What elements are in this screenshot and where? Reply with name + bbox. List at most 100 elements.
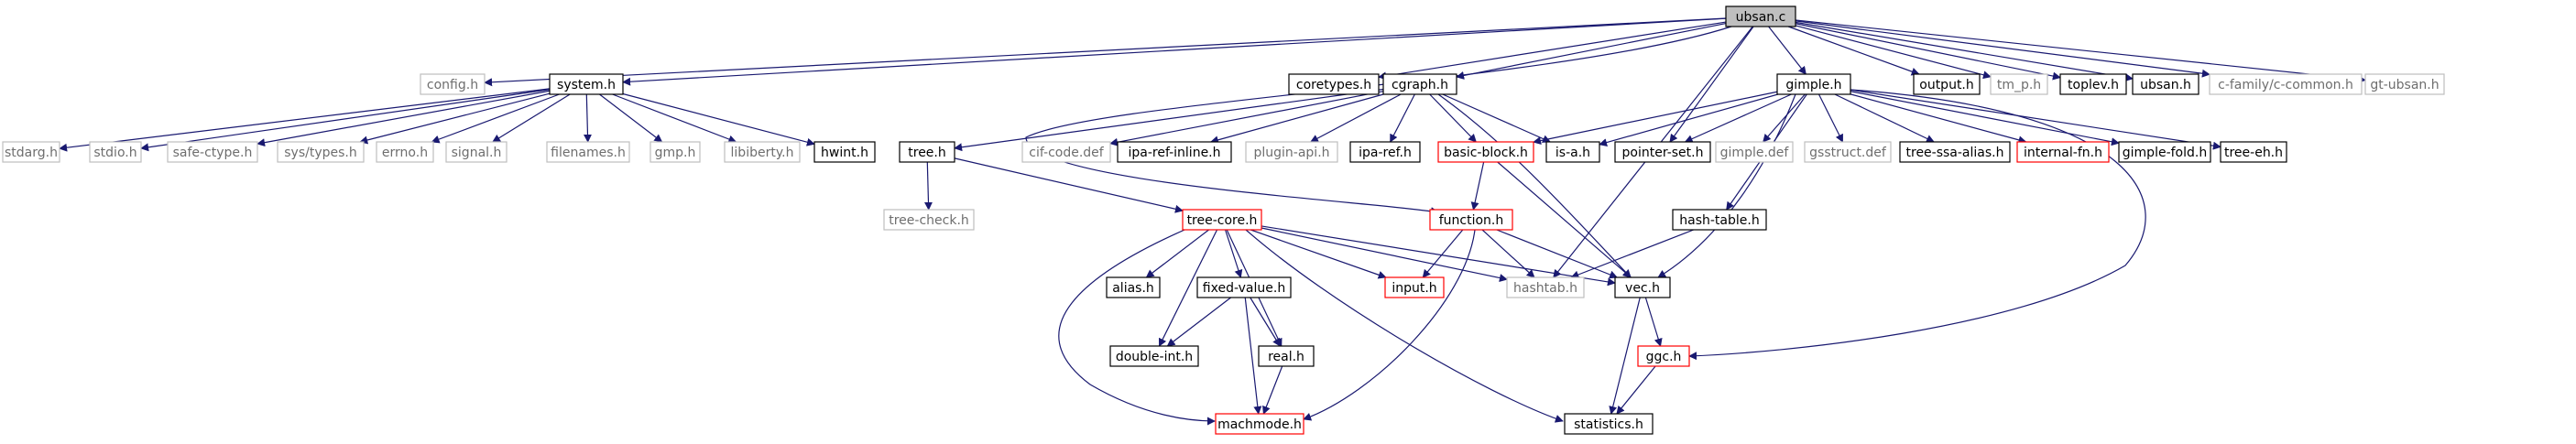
node-label: gimple-fold.h: [2123, 146, 2207, 160]
node-toplev[interactable]: toplev.h: [2059, 73, 2127, 95]
edge-treecore-to-vec: [1261, 225, 1616, 287]
node-libiberty[interactable]: libiberty.h: [724, 141, 801, 163]
edge-hashtable-to-hashtab: [1570, 229, 1694, 279]
edge-gimple-to-gimpledef: [1763, 93, 1806, 143]
node-label: internal-fn.h: [2024, 146, 2102, 160]
edge-cgraph-to-isa: [1442, 93, 1551, 143]
node-errno[interactable]: errno.h: [376, 141, 434, 163]
node-treessaalias[interactable]: tree-ssa-alias.h: [1899, 141, 2011, 163]
node-alias[interactable]: alias.h: [1106, 276, 1161, 298]
node-label: output.h: [1919, 78, 1974, 92]
node-system[interactable]: system.h: [549, 73, 624, 95]
node-hashtable[interactable]: hash-table.h: [1672, 209, 1767, 231]
node-label: stdarg.h: [5, 146, 58, 160]
node-signal[interactable]: signal.h: [445, 141, 508, 163]
node-ggc[interactable]: ggc.h: [1637, 345, 1690, 367]
node-gsstruct[interactable]: gsstruct.def: [1804, 141, 1892, 163]
edge-system-to-filenames: [583, 93, 592, 143]
node-label: tm_p.h: [1997, 78, 2041, 92]
node-treecheck[interactable]: tree-check.h: [883, 209, 975, 231]
node-tm_p[interactable]: tm_p.h: [1990, 73, 2048, 95]
node-hwint[interactable]: hwint.h: [813, 141, 876, 163]
node-output[interactable]: output.h: [1913, 73, 1981, 95]
node-hashtab[interactable]: hashtab.h: [1506, 276, 1585, 298]
edge-treecore-to-fixedvalue: [1224, 229, 1243, 278]
node-pluginapi[interactable]: plugin-api.h: [1245, 141, 1338, 163]
node-label: hash-table.h: [1679, 213, 1759, 228]
node-treecore[interactable]: tree-core.h: [1182, 209, 1262, 231]
edge-gimple-to-basicblock: [1533, 91, 1778, 146]
edge-cgraph-to-vec: [1437, 93, 1632, 278]
edge-system-to-stdarg: [59, 88, 551, 152]
node-tree[interactable]: tree.h: [899, 141, 955, 163]
node-pointerset[interactable]: pointer-set.h: [1614, 141, 1711, 163]
edge-system-to-safectype: [257, 90, 551, 147]
node-iparef[interactable]: ipa-ref.h: [1349, 141, 1421, 163]
edge-cgraph-to-ipareffinline: [1209, 93, 1384, 145]
edge-cgraph-to-cifcode: [1109, 91, 1384, 146]
node-label: ggc.h: [1646, 350, 1682, 364]
node-stdarg[interactable]: stdarg.h: [2, 141, 60, 163]
edge-system-to-gmp: [599, 93, 663, 143]
edge-gimple-to-gsstruct: [1817, 93, 1844, 143]
node-basicblock[interactable]: basic-block.h: [1437, 141, 1534, 163]
node-label: gimple.def: [1720, 146, 1790, 160]
edge-real-to-machmode: [1262, 365, 1283, 415]
node-box: [445, 141, 508, 163]
edge-gimple-to-pointerset: [1684, 93, 1792, 143]
node-gimple[interactable]: gimple.h: [1776, 73, 1851, 95]
node-label: errno.h: [382, 146, 428, 160]
node-box: [2132, 73, 2199, 95]
node-ipareffinline[interactable]: ipa-ref-inline.h: [1117, 141, 1232, 163]
node-gtubsan[interactable]: gt-ubsan.h: [2364, 73, 2445, 95]
node-internalfn[interactable]: internal-fn.h: [2016, 141, 2110, 163]
node-ubsan[interactable]: ubsan.c: [1725, 5, 1796, 27]
node-function[interactable]: function.h: [1429, 209, 1513, 231]
node-vec[interactable]: vec.h: [1614, 276, 1671, 298]
node-coretypes[interactable]: coretypes.h: [1288, 73, 1380, 95]
node-real[interactable]: real.h: [1258, 345, 1315, 367]
node-box: [1804, 141, 1892, 163]
node-systypes[interactable]: sys/types.h: [277, 141, 365, 163]
node-box: [1215, 413, 1304, 435]
node-label: c-family/c-common.h: [2218, 78, 2353, 92]
node-label: stdio.h: [93, 146, 136, 160]
node-box: [2059, 73, 2127, 95]
node-label: gt-ubsan.h: [2370, 78, 2439, 92]
node-box: [277, 141, 365, 163]
edge-gimple-to-vec: [1657, 93, 1796, 278]
node-input[interactable]: input.h: [1384, 276, 1445, 298]
edge-ubsan-to-gtubsan: [1795, 19, 2366, 84]
node-label: vec.h: [1625, 281, 1660, 296]
node-filenames[interactable]: filenames.h: [546, 141, 630, 163]
node-fixedvalue[interactable]: fixed-value.h: [1196, 276, 1292, 298]
edge-treecore-to-alias: [1145, 229, 1209, 278]
node-label: tree.h: [908, 146, 946, 160]
node-box: [2016, 141, 2110, 163]
node-ccommon[interactable]: c-family/c-common.h: [2209, 73, 2363, 95]
node-stdio[interactable]: stdio.h: [89, 141, 142, 163]
node-isa[interactable]: is-a.h: [1545, 141, 1600, 163]
node-label: tree-core.h: [1187, 213, 1258, 228]
node-box: [1437, 141, 1534, 163]
node-treeeh[interactable]: tree-eh.h: [2220, 141, 2287, 163]
node-config[interactable]: config.h: [420, 73, 486, 95]
node-doubleint[interactable]: double-int.h: [1109, 345, 1199, 367]
node-ubsanh[interactable]: ubsan.h: [2132, 73, 2199, 95]
node-label: hwint.h: [821, 146, 868, 160]
node-label: safe-ctype.h: [173, 146, 253, 160]
node-gimpledef[interactable]: gimple.def: [1715, 141, 1794, 163]
node-box: [1021, 141, 1111, 163]
node-box: [1672, 209, 1767, 231]
node-cgraph[interactable]: cgraph.h: [1382, 73, 1457, 95]
node-cifcode[interactable]: cif-code.def: [1021, 141, 1111, 163]
edge-treecore-to-hashtab: [1261, 227, 1508, 282]
edge-gimple-to-ggc: [1688, 89, 2146, 361]
node-gmp[interactable]: gmp.h: [649, 141, 701, 163]
node-safectype[interactable]: safe-ctype.h: [167, 141, 258, 163]
node-machmode[interactable]: machmode.h: [1215, 413, 1304, 435]
node-statistics[interactable]: statistics.h: [1564, 413, 1654, 435]
node-gimplefold[interactable]: gimple-fold.h: [2118, 141, 2211, 163]
node-label: real.h: [1268, 350, 1304, 364]
